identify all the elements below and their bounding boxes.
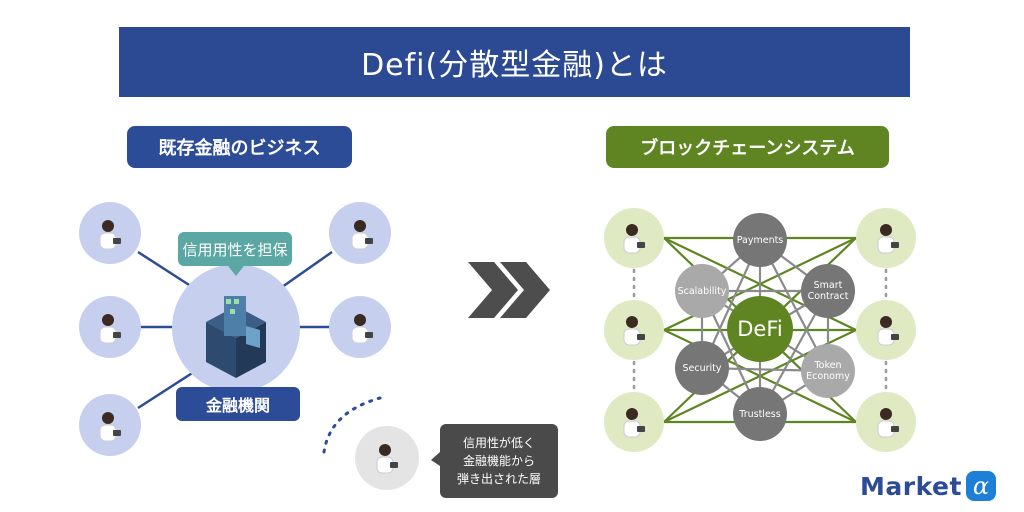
institution-label: 金融機関 bbox=[176, 387, 300, 421]
defi-center-node bbox=[727, 296, 793, 362]
node-security bbox=[675, 341, 729, 395]
excluded-note-line: 金融機能から bbox=[462, 454, 535, 468]
node-scalability-label: Scalability bbox=[677, 285, 727, 297]
legacy-person-5 bbox=[329, 296, 391, 358]
peer-person-6 bbox=[856, 392, 916, 452]
defi-center-label: DeFi bbox=[737, 317, 783, 341]
excluded-note-line: 弾き出された層 bbox=[456, 472, 541, 486]
transition-arrow-icon bbox=[468, 262, 550, 318]
excluded-note-line: 信用性が低く bbox=[462, 436, 535, 450]
node-smart-contract-label: Smart Contract bbox=[807, 280, 849, 302]
assurance-pointer bbox=[228, 266, 244, 276]
legacy-person-1 bbox=[79, 202, 141, 264]
node-scalability bbox=[675, 264, 729, 318]
excluded-note-pointer bbox=[431, 452, 440, 466]
node-token-economy bbox=[801, 344, 855, 398]
peer-person-4 bbox=[856, 208, 916, 268]
peer-dotted-links bbox=[632, 268, 888, 394]
market-alpha-logo: Market α bbox=[860, 470, 1010, 502]
peer-person-1 bbox=[604, 208, 664, 268]
node-trustless bbox=[733, 387, 787, 441]
legacy-finance-heading: 既存金融のビジネス bbox=[127, 126, 352, 168]
peer-person-3 bbox=[604, 392, 664, 452]
assurance-label: 信用用性を担保 bbox=[178, 232, 292, 266]
node-token-economy-label: Token Economy bbox=[806, 360, 850, 382]
legacy-person-4 bbox=[329, 202, 391, 264]
legacy-person-3 bbox=[79, 394, 141, 456]
peer-person-5 bbox=[856, 300, 916, 360]
alpha-logo-icon: α bbox=[965, 471, 996, 501]
logo-text: Market bbox=[860, 471, 962, 501]
peer-person-2 bbox=[604, 300, 664, 360]
node-payments-label: Payments bbox=[736, 234, 784, 246]
node-security-label: Security bbox=[682, 362, 722, 374]
node-payments bbox=[733, 213, 787, 267]
exclusion-dotted-arc bbox=[322, 396, 382, 454]
blockchain-heading: ブロックチェーンシステム bbox=[606, 126, 889, 168]
page-title: Defi(分散型金融)とは bbox=[119, 27, 910, 97]
excluded-person bbox=[355, 426, 419, 490]
node-smart-contract bbox=[801, 264, 855, 318]
node-trustless-label: Trustless bbox=[739, 408, 781, 420]
excluded-note: 信用性が低く 金融機能から 弾き出された層 bbox=[440, 424, 558, 498]
bank-building-icon bbox=[206, 296, 266, 378]
legacy-person-2 bbox=[79, 296, 141, 358]
